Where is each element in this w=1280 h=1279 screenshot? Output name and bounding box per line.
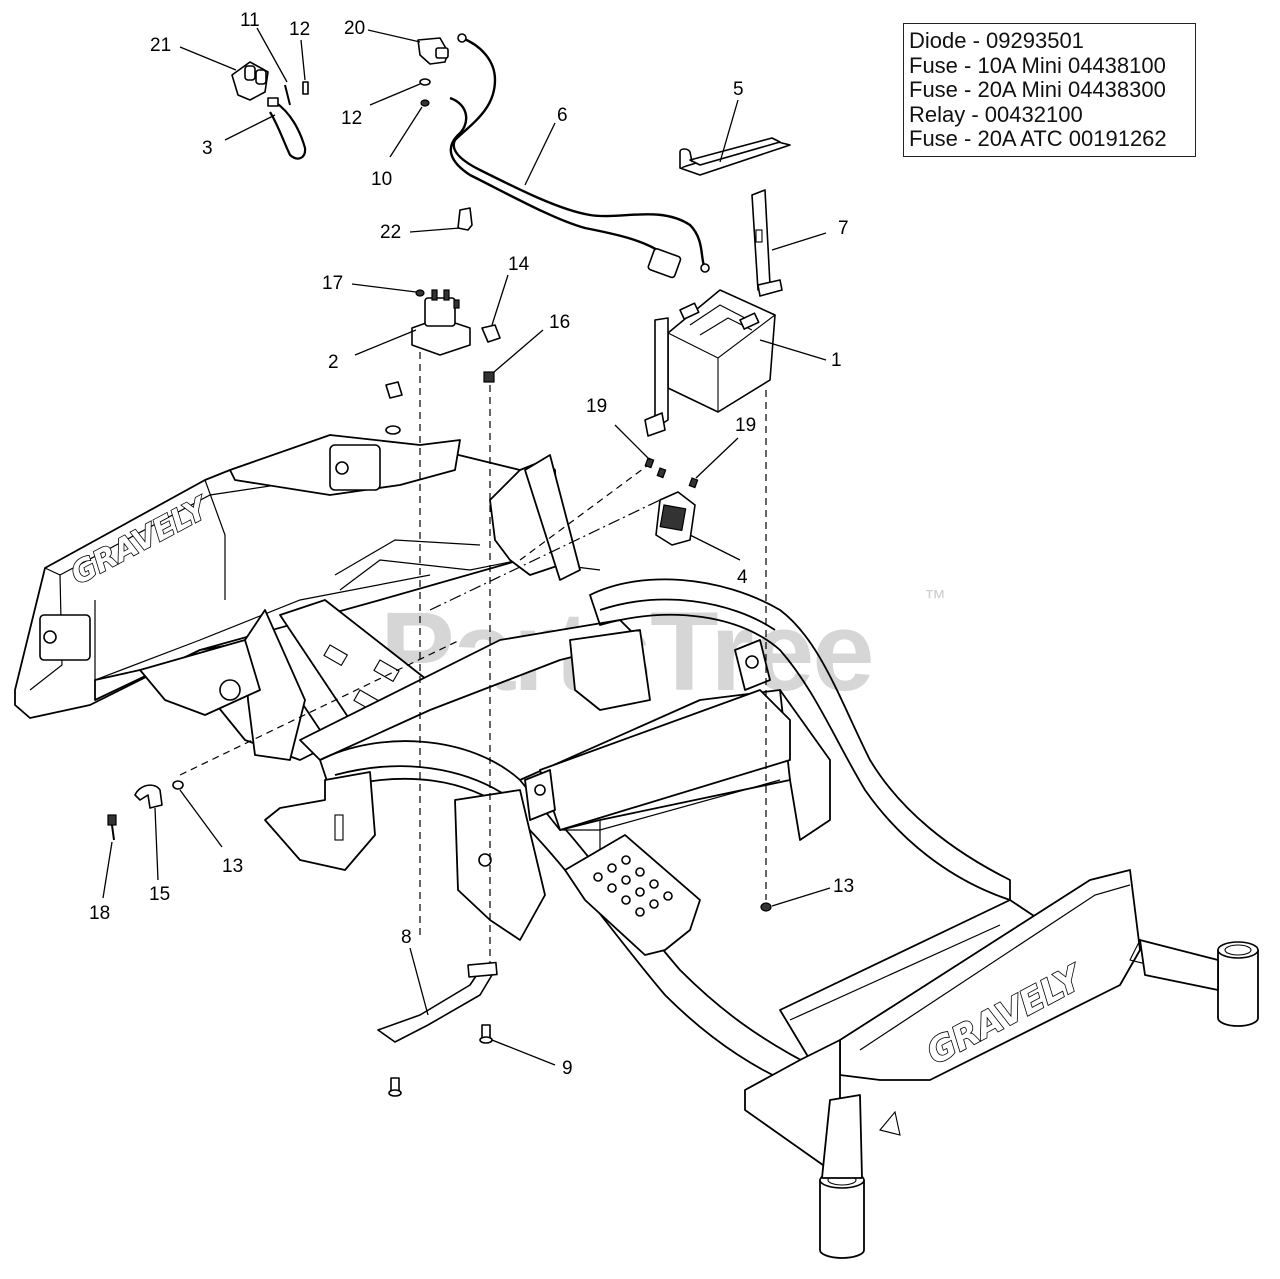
legend-row-fuse-10a: Fuse - 10A Mini 04438100 <box>909 52 1166 78</box>
part-13-washer-left <box>172 780 184 790</box>
legend-row-relay: Relay - 00432100 <box>909 101 1083 127</box>
callout-4: 4 <box>737 567 748 588</box>
guide-clamp-line <box>179 639 461 776</box>
callout-3: 3 <box>202 138 213 159</box>
frame-triangle-cutout <box>879 1110 901 1136</box>
callout-8: 8 <box>401 927 412 948</box>
callout-labels: 21 11 12 20 12 10 3 6 22 5 7 17 14 16 2 … <box>89 10 854 1079</box>
callout-13-right: 13 <box>833 876 854 897</box>
relay-mount-hardware <box>385 381 403 435</box>
callout-7: 7 <box>838 218 849 239</box>
rear-cross-member <box>539 689 791 831</box>
part-21-connector <box>231 61 269 101</box>
watermark-trademark: ™ <box>924 585 946 610</box>
part-12-washer-top <box>302 81 309 95</box>
left-side-plate <box>454 789 546 941</box>
part-1-battery <box>667 289 776 413</box>
callout-15: 15 <box>149 884 170 905</box>
part-22-clip <box>457 207 473 231</box>
assembly-guide-lines <box>179 340 767 965</box>
callout-1: 1 <box>831 350 842 371</box>
legend-row-diode: Diode - 09293501 <box>909 28 1084 53</box>
callout-14: 14 <box>508 254 530 275</box>
mower-frame: GRAVELY <box>14 434 1259 1259</box>
callout-12: 12 <box>341 108 362 129</box>
step-plate <box>564 834 701 956</box>
guide-fuse-block-left <box>519 459 656 561</box>
callout-9: 9 <box>562 1058 573 1079</box>
part-15-clamp <box>134 784 163 809</box>
callout-2: 2 <box>328 352 339 373</box>
part-11-pin <box>284 84 291 106</box>
part-2-relay <box>411 289 471 356</box>
part-16-bolt <box>483 371 495 383</box>
front-right-panel <box>839 869 1141 1081</box>
part-19-screws <box>644 457 699 489</box>
caster-tube-left <box>819 1094 865 1259</box>
part-14-nut <box>481 324 501 343</box>
part-17-screw <box>415 289 425 297</box>
callout-12-top: 12 <box>289 19 310 40</box>
part-13-nut-right <box>760 902 772 912</box>
step-plate-holes <box>593 855 673 917</box>
callout-6: 6 <box>557 105 568 126</box>
part-5-strap <box>679 137 791 176</box>
part-12-washer <box>419 78 431 86</box>
caster-tube-right <box>1139 939 1259 1027</box>
callout-20: 20 <box>344 18 365 39</box>
callout-leaders <box>102 27 831 1066</box>
left-mount-bracket <box>264 771 376 871</box>
callout-16: 16 <box>549 312 570 333</box>
frame-rail-right <box>589 578 1011 901</box>
callout-10: 10 <box>371 169 392 190</box>
part-20-sensor <box>417 37 449 65</box>
part-6-wire-harness <box>449 33 710 279</box>
callout-17: 17 <box>322 273 343 294</box>
legend-row-fuse-20a-mini: Fuse - 20A Mini 04438300 <box>909 77 1166 102</box>
callout-5: 5 <box>733 79 744 100</box>
callout-22: 22 <box>380 222 401 243</box>
part-10-nut <box>420 99 430 107</box>
upright-bracket-center <box>524 454 581 581</box>
callout-19-left: 19 <box>586 396 607 417</box>
part-number-legend: Diode - 09293501 Fuse - 10A Mini 0443810… <box>903 23 1196 157</box>
seat-mount-block <box>329 444 381 491</box>
callout-21: 21 <box>150 35 171 56</box>
part-8-bracket <box>377 961 498 1043</box>
loose-bolt-bottom <box>388 1077 402 1097</box>
legend-row-fuse-20a-atc: Fuse - 20A ATC 00191262 <box>909 126 1167 151</box>
part-battery-bracket <box>644 317 669 437</box>
part-4-fuse-block <box>655 491 696 546</box>
callout-19-right: 19 <box>735 415 756 436</box>
guide-fuse-block-mount <box>429 499 661 611</box>
part-7-hold-down <box>751 189 783 297</box>
part-3-wire-lead <box>267 97 307 160</box>
rear-mount-block <box>39 614 91 661</box>
callout-13-left: 13 <box>222 856 243 877</box>
hydro-bracket <box>569 629 651 711</box>
callout-11: 11 <box>240 10 260 31</box>
part-9-bolt <box>479 1024 493 1044</box>
part-18-screw <box>107 814 117 841</box>
callout-18: 18 <box>89 903 110 924</box>
